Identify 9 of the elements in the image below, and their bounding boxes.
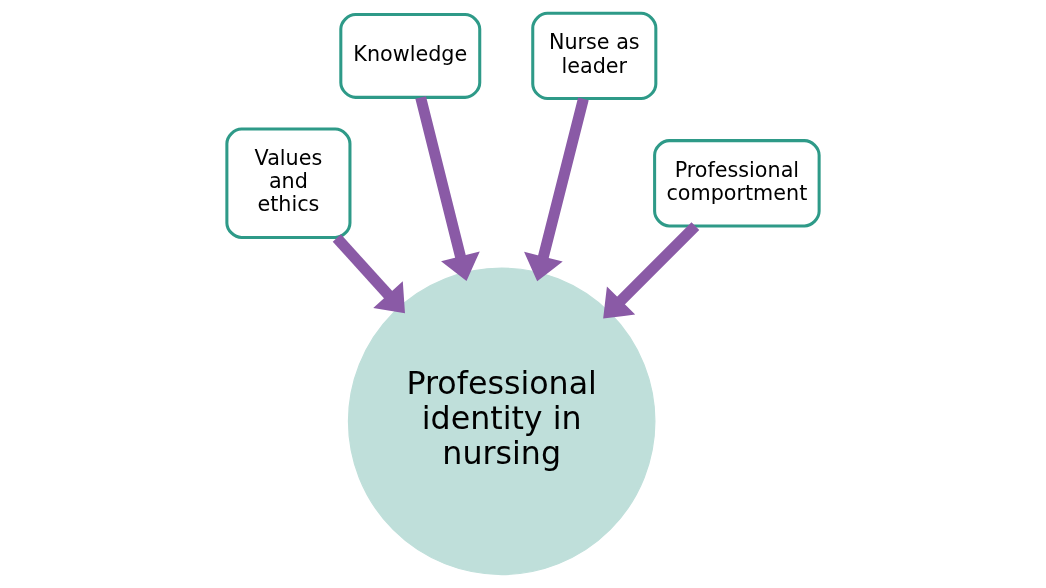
node-box: Values and ethics [225, 127, 352, 240]
arrow [415, 96, 480, 281]
arrow [524, 97, 589, 282]
node-box: Professional comportment [653, 139, 821, 228]
node-circle: Professional identity in nursing [347, 267, 656, 576]
arrow [603, 222, 700, 319]
arrow [332, 234, 405, 314]
node-box: Nurse as leader [531, 11, 658, 101]
node-box: Knowledge [339, 12, 482, 99]
